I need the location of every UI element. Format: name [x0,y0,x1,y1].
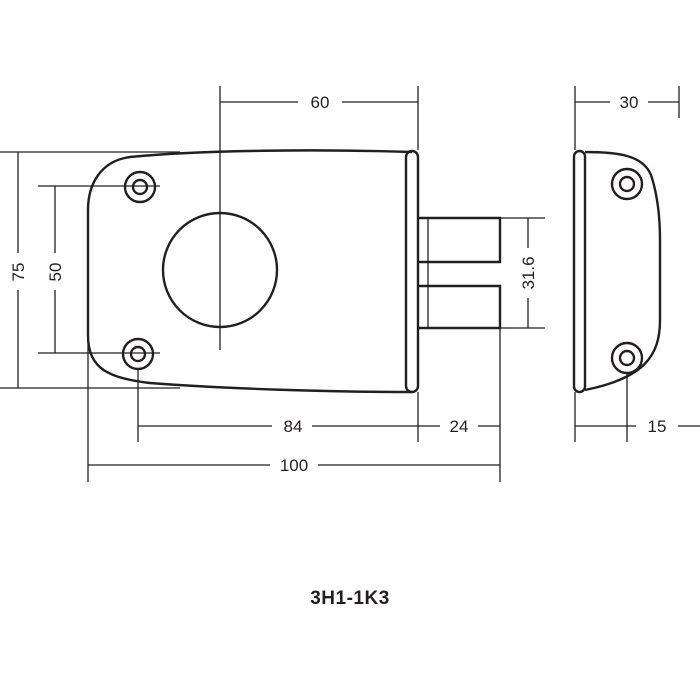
lock-body-outline [86,149,413,394]
dim-31-label: 31.6 [519,256,538,289]
side-hole-top-outer [610,167,644,201]
side-body-outline [584,150,662,392]
side-hole-bottom-outer [610,341,644,375]
dim-24-label: 24 [450,417,469,436]
dim-100-label: 100 [280,456,308,475]
dim-30-label: 30 [620,93,639,112]
dim-75-label: 75 [9,263,28,282]
mounting-hole-top-outer [123,170,157,204]
dim-84-label: 84 [284,417,303,436]
dim-50-label: 50 [46,263,65,282]
side-hole-top-inner [618,175,636,193]
model-code: 3H1-1K3 [310,588,390,609]
side-plate [572,149,587,394]
dim-60-label: 60 [311,93,330,112]
mounting-hole-bottom-outer [121,337,155,371]
side-hole-bottom-inner [618,349,636,367]
upper-bolt [418,216,502,264]
lock-faceplate [404,149,420,394]
dim-15-label: 15 [648,417,667,436]
mounting-hole-bottom-inner [129,345,147,363]
mounting-hole-top-inner [131,178,149,196]
lower-bolt [418,284,502,330]
